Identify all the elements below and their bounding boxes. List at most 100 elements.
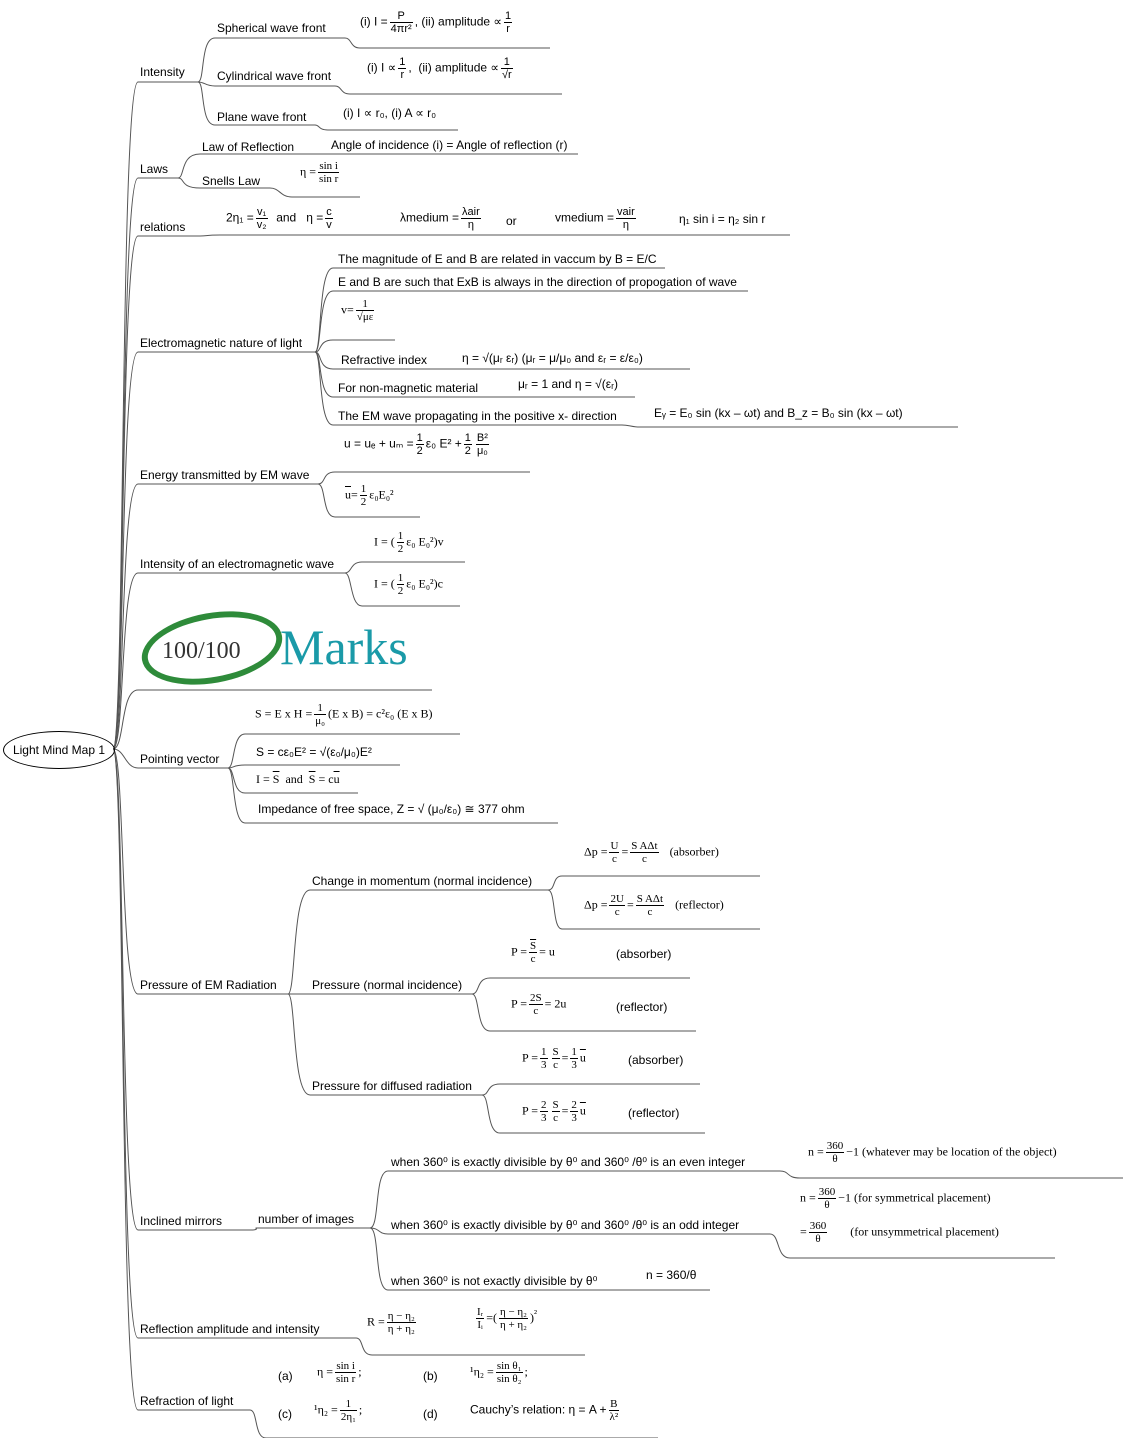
n: 1: [396, 530, 405, 543]
logo-number: 100/100: [162, 638, 241, 664]
em-b2: E and B are such that ExB is always in t…: [338, 275, 737, 289]
d: c: [614, 906, 620, 918]
d: c: [533, 1005, 539, 1017]
n: S: [551, 1099, 560, 1112]
node-relations[interactable]: relations: [140, 220, 186, 234]
t: S: [308, 772, 316, 786]
mirrors-case-1[interactable]: when 360⁰ is exactly divisible by θ⁰ and…: [391, 1155, 746, 1169]
node-change-momentum[interactable]: Change in momentum (normal incidence): [312, 874, 533, 888]
d: η: [622, 219, 629, 231]
n: 1: [570, 1046, 578, 1059]
refraction-a-label: (a): [278, 1369, 293, 1383]
n: B: [608, 1398, 620, 1411]
node-refraction[interactable]: Refraction of light: [140, 1394, 234, 1408]
node-pressure[interactable]: Pressure of EM Radiation: [140, 978, 277, 992]
d: sin r: [336, 1373, 356, 1385]
d: 2: [397, 585, 404, 597]
node-law-reflection[interactable]: Law of Reflection: [202, 140, 295, 154]
node-number-images[interactable]: number of images: [258, 1212, 355, 1226]
node-cylindrical[interactable]: Cylindrical wave front: [217, 69, 332, 83]
note-pn-1: (absorber): [616, 947, 672, 961]
t: Δp =: [584, 844, 608, 859]
t: λmedium =: [400, 210, 460, 225]
t: ε₀E₀²: [369, 487, 394, 502]
formula-em-nm: μᵣ = 1 and η = √(εᵣ): [518, 377, 618, 391]
d: μ₀: [315, 715, 325, 727]
n: 1: [398, 56, 407, 69]
t: η =: [300, 164, 317, 179]
em-wave[interactable]: The EM wave propagating in the positive …: [338, 409, 617, 423]
n: sin θ₁: [495, 1360, 523, 1373]
node-plane[interactable]: Plane wave front: [217, 110, 307, 124]
node-pressure-normal[interactable]: Pressure (normal incidence): [312, 978, 463, 992]
em-nm[interactable]: For non-magnetic material: [338, 381, 479, 395]
d: 2: [360, 496, 367, 508]
node-pointing[interactable]: Pointing vector: [140, 752, 220, 766]
t: (E x B) = c²ε₀ (E x B): [327, 706, 433, 721]
node-laws[interactable]: Laws: [140, 162, 169, 176]
formula-mirrors-3: n = 360/θ: [646, 1268, 697, 1282]
node-intensity-em[interactable]: Intensity of an electromagnetic wave: [140, 557, 335, 571]
n: S: [551, 1046, 560, 1059]
d: η: [467, 219, 474, 231]
t: η =: [306, 210, 324, 225]
t: , (ii) amplitude ∝: [414, 14, 502, 29]
node-em-nature[interactable]: Electromagnetic nature of light: [140, 336, 303, 350]
formula-em-v: v=1√με: [341, 298, 376, 323]
mirrors-case-3[interactable]: when 360⁰ is not exactly divisible by θ⁰: [391, 1274, 598, 1288]
t: ε₀ E² +: [425, 436, 462, 451]
logo-word: Marks: [280, 619, 408, 675]
d: 3: [571, 1112, 577, 1124]
d: λ²: [609, 1411, 619, 1423]
root-node[interactable]: Light Mind Map 1: [3, 731, 115, 769]
node-energy[interactable]: Energy transmitted by EM wave: [140, 468, 310, 482]
node-pressure-diffused[interactable]: Pressure for diffused radiation: [312, 1079, 472, 1093]
formula-em-ri: η = √(μᵣ εᵣ) (μᵣ = μ/μ₀ and εᵣ = ε/ε₀): [462, 351, 643, 365]
mirrors-case-2[interactable]: when 360⁰ is exactly divisible by θ⁰ and…: [391, 1218, 740, 1232]
d: 3: [541, 1112, 547, 1124]
d: sin r: [319, 173, 339, 185]
n: P: [389, 10, 413, 23]
em-ri[interactable]: Refractive index: [341, 353, 428, 367]
formula-pointing-2: S = cε₀E² = √(ε₀/μ₀)E²: [256, 745, 372, 759]
node-mirrors[interactable]: Inclined mirrors: [140, 1214, 223, 1228]
t: ;: [358, 1402, 363, 1417]
node-intensity[interactable]: Intensity: [140, 65, 185, 79]
d: c: [647, 906, 653, 918]
n: 1: [339, 1398, 357, 1411]
formula-relations-4: η₁ sin i = η₂ sin r: [679, 212, 766, 226]
em-b1: The magnitude of E and B are related in …: [338, 252, 657, 266]
n: 2S: [529, 992, 543, 1005]
node-spherical[interactable]: Spherical wave front: [217, 21, 326, 35]
d: √με: [356, 311, 374, 323]
node-reflection-ai[interactable]: Reflection amplitude and intensity: [140, 1322, 320, 1336]
t: ²: [534, 1308, 538, 1320]
d: η + η₂: [387, 1323, 415, 1335]
d: 2: [397, 543, 404, 555]
d: Iᵢ: [477, 1319, 483, 1331]
node-snell[interactable]: Snells Law: [202, 174, 261, 188]
n: 1: [314, 702, 326, 715]
t: (reflector): [675, 897, 724, 912]
d: sin θ₂: [496, 1373, 522, 1385]
